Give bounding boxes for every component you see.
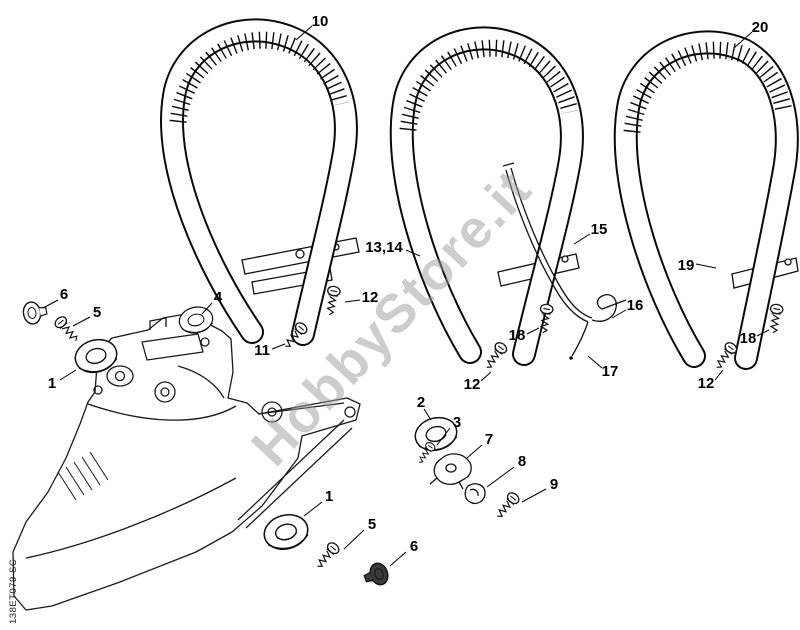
part-9-screw <box>492 490 522 522</box>
callout-leader-lines <box>42 25 770 567</box>
callout-labels: 10 20 13,14 15 16 17 19 18 12 18 12 12 1… <box>48 13 769 555</box>
callout-12-right: 12 <box>698 375 715 392</box>
part-7-clamp <box>429 453 472 490</box>
callout-5-top: 5 <box>93 304 101 321</box>
part-5-screw-top <box>52 314 82 346</box>
callout-16: 16 <box>627 297 644 314</box>
callout-7: 7 <box>485 431 493 448</box>
callout-1-bottom: 1 <box>325 488 333 505</box>
callout-18-right: 18 <box>740 330 757 347</box>
callout-15: 15 <box>591 221 608 238</box>
callout-9: 9 <box>550 476 558 493</box>
callout-20: 20 <box>752 19 769 36</box>
part-10-handlebar <box>160 18 360 346</box>
callout-6-top: 6 <box>60 286 68 303</box>
callout-5-bottom: 5 <box>368 516 376 533</box>
part-5-screw-bottom <box>312 540 342 572</box>
callout-17: 17 <box>602 363 619 380</box>
part-8-clip <box>464 483 486 505</box>
callout-8: 8 <box>518 453 526 470</box>
document-code: 138ET079 SC <box>8 559 19 624</box>
callout-4: 4 <box>214 289 223 306</box>
callout-19: 19 <box>678 257 695 274</box>
part-17-wire-end <box>569 321 589 360</box>
chainsaw-body-drawing <box>12 313 361 611</box>
callout-6-bottom: 6 <box>410 538 418 555</box>
part-18-screw-right <box>766 302 785 335</box>
part-6-plug-top <box>21 298 49 327</box>
callout-2: 2 <box>417 394 425 411</box>
callout-13-14: 13,14 <box>365 239 403 256</box>
part-20-handlebar <box>613 30 799 370</box>
callout-18-mid: 18 <box>509 327 526 344</box>
part-4-bushing <box>176 303 216 337</box>
part-13-14-handlebar <box>389 26 627 366</box>
part-16-wire <box>591 294 627 322</box>
callout-1-top: 1 <box>48 375 56 392</box>
handlebar-10-bracket <box>241 237 360 295</box>
part-6-plug-bottom <box>360 560 392 590</box>
part-12-screw-left <box>322 284 342 317</box>
callout-3: 3 <box>453 414 461 431</box>
watermark-text: HobbyStore.it <box>240 158 543 477</box>
callout-10: 10 <box>312 13 329 30</box>
part-12-screw-mid <box>481 339 510 372</box>
callout-11: 11 <box>254 342 270 359</box>
callout-12-mid: 12 <box>464 376 481 393</box>
part-1-buffer-bottom <box>259 509 313 555</box>
part-15-throttle-cable <box>502 162 593 323</box>
part-1-buffer-top <box>70 334 122 378</box>
callout-12-left: 12 <box>362 289 379 306</box>
